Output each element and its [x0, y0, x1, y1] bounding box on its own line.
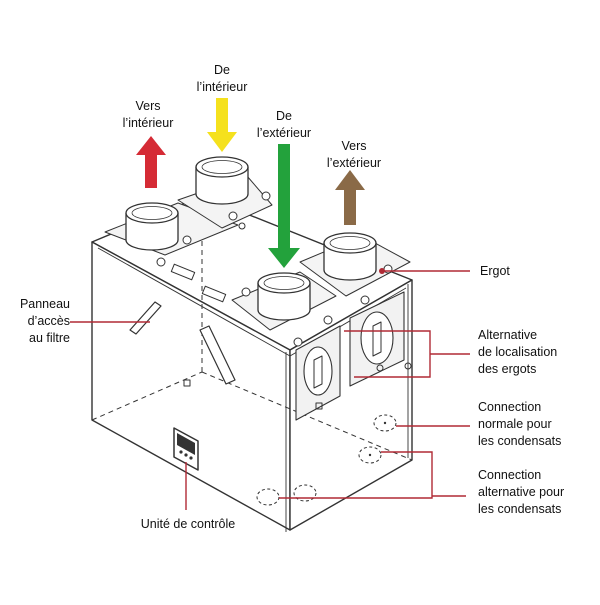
- condensate-normal-2: [358, 446, 382, 464]
- filter-panel-handle-left: [129, 301, 162, 335]
- label-vers-interieur: Vers l’intérieur: [122, 99, 174, 130]
- label-unite-controle: Unité de contrôle: [140, 517, 236, 531]
- label-de-exterieur: De l’extérieur: [256, 109, 312, 140]
- label-connection-normale: Connection normale pour les condensats: [478, 400, 562, 448]
- leader-lines: [70, 270, 470, 510]
- arrow-de-interieur: [207, 98, 237, 152]
- label-vers-exterieur: Vers l’extérieur: [326, 139, 382, 170]
- label-panneau-acces-filtre: Panneau d’accès au filtre: [19, 297, 70, 345]
- arrow-de-exterieur: [268, 144, 300, 268]
- airflow-arrows: [136, 98, 365, 268]
- condensate-alt-2: [293, 484, 317, 502]
- control-unit: [173, 427, 199, 471]
- leader-condensat-alt: [279, 451, 466, 499]
- filter-panel-handle-right: [199, 325, 236, 385]
- condensate-normal-1: [373, 414, 397, 432]
- arrow-vers-exterieur: [335, 170, 365, 225]
- ergot-marker: [379, 268, 385, 274]
- label-de-interieur: De l’intérieur: [196, 63, 248, 94]
- label-alternative-ergots: Alternative de localisation des ergots: [478, 328, 558, 376]
- condensate-alt-1: [256, 488, 280, 506]
- arrow-vers-interieur: [136, 136, 166, 188]
- label-connection-alternative: Connection alternative pour les condensa…: [478, 468, 565, 516]
- label-ergot: Ergot: [480, 264, 510, 278]
- leader-alt-ergots: [344, 330, 470, 378]
